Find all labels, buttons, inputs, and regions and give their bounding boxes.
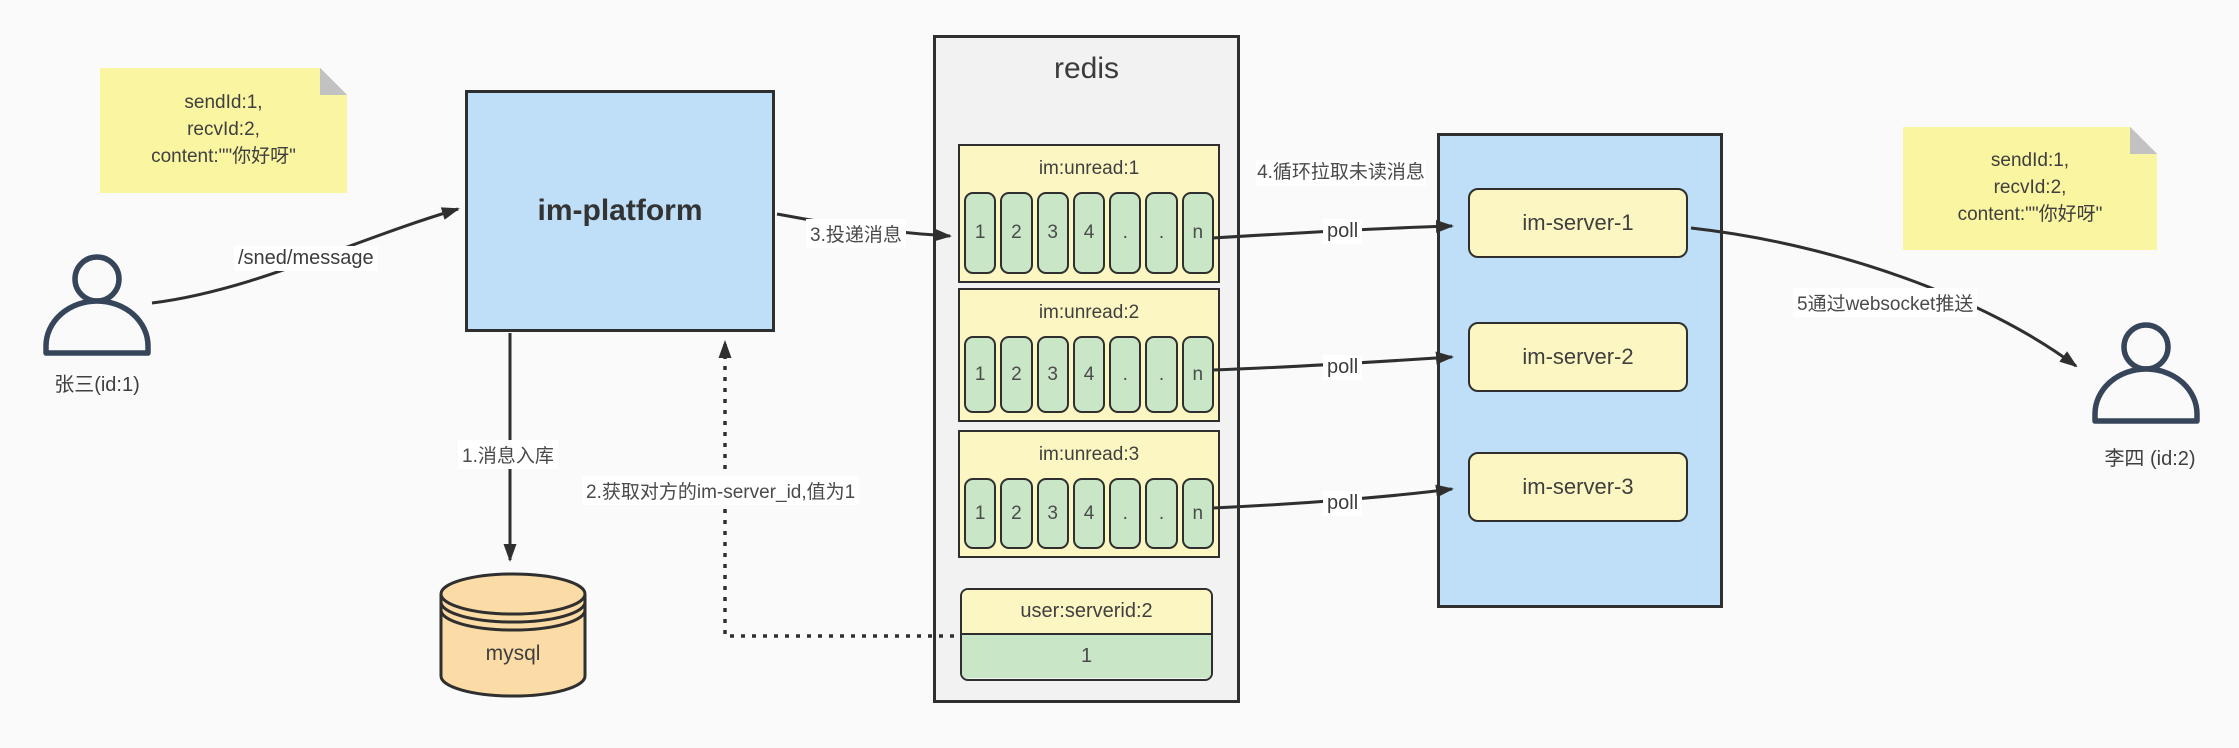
list-cell: n [1181,478,1214,549]
redis-list-im-unread-1: im:unread:1 1 2 3 4 . . n [958,144,1220,283]
list-cell: 4 [1072,192,1106,274]
list-cell: 1 [964,192,997,274]
note-line: sendId:1, [1990,150,2070,172]
note-line: recvId:2, [1993,177,2067,199]
list-cell: . [1145,336,1178,413]
im-platform-node: im-platform [465,90,775,332]
list-cell: . [1109,192,1142,274]
list-cells: 1 2 3 4 . . n [964,478,1214,549]
redis-kv-user-serverid: user:serverid:2 1 [960,588,1213,681]
user-sender-icon [42,252,152,361]
list-cell: 2 [1000,336,1033,413]
list-cell: 4 [1072,478,1106,549]
note-line: recvId:2, [187,119,260,141]
list-cell: 3 [1036,336,1069,413]
list-header: im:unread:1 [1038,158,1140,179]
sticky-note-left: sendId:1, recvId:2, content:""你好呀" [100,68,347,193]
edge-label-poll-loop: 4.循环拉取未读消息 [1256,160,1426,186]
list-cell: n [1181,192,1214,274]
list-cell: . [1145,192,1178,274]
edge-label-store-db: 1.消息入库 [458,440,558,469]
im-server-2-node: im-server-2 [1468,322,1688,392]
im-server-3-node: im-server-3 [1468,452,1688,522]
list-cell: . [1109,478,1142,549]
list-cell: 1 [964,478,997,549]
note-line: sendId:1, [184,92,263,114]
edge-label-send-message: /sned/message [234,246,378,271]
list-cell: 3 [1036,192,1069,274]
list-cell: 3 [1036,478,1069,549]
list-cell: . [1145,478,1178,549]
kv-header: user:serverid:2 [962,590,1211,635]
im-server-1-node: im-server-1 [1468,188,1688,258]
list-cell: 1 [964,336,997,413]
redis-title: redis [1053,52,1120,85]
list-header: im:unread:3 [1038,444,1140,465]
edge-label-deliver: 3.投递消息 [806,219,906,248]
mysql-label: mysql [485,642,541,665]
edge-label-poll-3: poll [1323,491,1363,516]
edge-label-poll-1: poll [1323,219,1363,244]
user-receiver-icon [2090,320,2202,429]
list-cell: 2 [1000,192,1033,274]
edge-label-get-server-id: 2.获取对方的im-server_id,值为1 [582,476,860,505]
note-line: content:""你好呀" [151,145,296,167]
sender-label: 张三(id:1) [54,374,140,396]
redis-list-im-unread-3: im:unread:3 1 2 3 4 . . n [958,430,1220,558]
note-line: content:""你好呀" [1957,203,2103,225]
list-cell: . [1109,336,1142,413]
list-cell: 4 [1072,336,1106,413]
edge-label-poll-2: poll [1323,355,1363,380]
receiver-label: 李四 (id:2) [2104,448,2196,470]
list-cells: 1 2 3 4 . . n [964,192,1214,274]
mysql-database-icon [437,568,589,713]
kv-value: 1 [962,635,1211,678]
list-header: im:unread:2 [1038,302,1140,323]
redis-list-im-unread-2: im:unread:2 1 2 3 4 . . n [958,288,1220,422]
list-cell: n [1181,336,1214,413]
sticky-note-right: sendId:1, recvId:2, content:""你好呀" [1903,127,2157,250]
list-cell: 2 [1000,478,1033,549]
edge-label-websocket-push: 5通过websocket推送 [1793,288,1978,317]
list-cells: 1 2 3 4 . . n [964,336,1214,413]
